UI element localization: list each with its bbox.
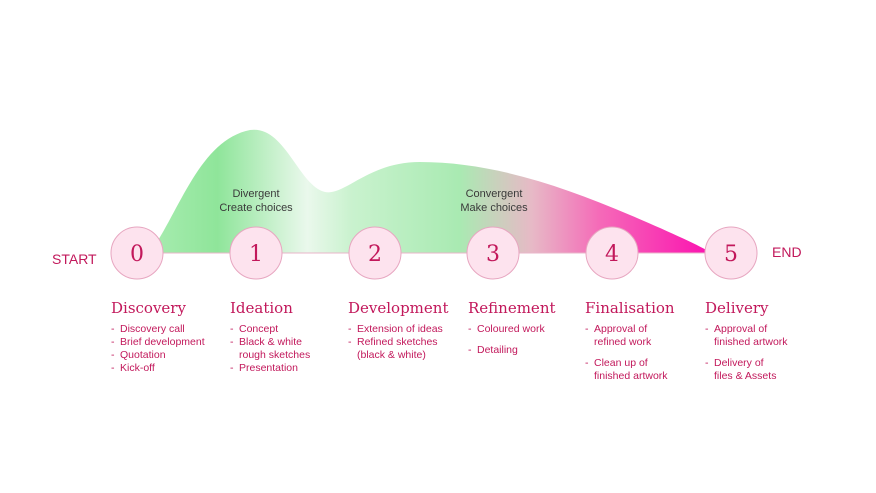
stage-finalisation: FinalisationApproval of refined workClea… <box>585 299 713 391</box>
stage-item: Approval of finished artwork <box>705 323 833 349</box>
stage-item: Refined sketches (black & white) <box>348 336 476 362</box>
stage-item: Clean up of finished artwork <box>585 357 713 383</box>
stage-node-circle <box>348 226 402 280</box>
divergent-label: Divergent Create choices <box>201 187 311 215</box>
stage-node-number: 3 <box>486 242 500 267</box>
stage-node-3: 3 <box>466 226 520 280</box>
stage-ideation: IdeationConceptBlack & white rough sketc… <box>230 299 358 375</box>
stage-title: Finalisation <box>585 299 675 317</box>
stage-items: Coloured workDetailing <box>468 323 596 357</box>
stage-title: Ideation <box>230 299 293 317</box>
end-label: END <box>772 244 802 260</box>
process-wave <box>150 129 712 253</box>
stage-items: Discovery callBrief developmentQuotation… <box>111 323 239 375</box>
stage-item: Coloured work <box>468 323 596 336</box>
stage-node-5: 5 <box>704 226 758 280</box>
stage-node-1: 1 <box>229 226 283 280</box>
stage-node-circle <box>229 226 283 280</box>
stage-node-number: 2 <box>368 242 382 267</box>
divergent-line-1: Divergent <box>232 188 280 200</box>
convergent-line-1: Convergent <box>465 188 523 200</box>
stage-item: Presentation <box>230 362 358 375</box>
stage-development: DevelopmentExtension of ideasRefined ske… <box>348 299 476 362</box>
stage-items: Approval of refined workClean up of fini… <box>585 323 713 383</box>
convergent-label: Convergent Make choices <box>439 187 549 215</box>
stage-node-number: 1 <box>249 242 263 267</box>
stage-node-number: 0 <box>130 242 144 267</box>
stage-node-number: 4 <box>605 242 619 267</box>
stage-items: ConceptBlack & white rough sketchesPrese… <box>230 323 358 375</box>
stage-node-circle <box>110 226 164 280</box>
stage-node-number: 5 <box>724 242 738 267</box>
stage-item: Brief development <box>111 336 239 349</box>
stage-node-0: 0 <box>110 226 164 280</box>
stage-item: Black & white rough sketches <box>230 336 358 362</box>
stage-item: Discovery call <box>111 323 239 336</box>
stage-refinement: RefinementColoured workDetailing <box>468 299 596 365</box>
stage-node-4: 4 <box>585 226 639 280</box>
stage-items: Extension of ideasRefined sketches (blac… <box>348 323 476 362</box>
stage-item: Delivery of files & Assets <box>705 357 833 383</box>
stage-item: Kick-off <box>111 362 239 375</box>
divergent-line-2: Create choices <box>219 202 293 214</box>
start-label: START <box>52 251 97 267</box>
stage-item: Detailing <box>468 344 596 357</box>
stage-node-circle <box>704 226 758 280</box>
stage-node-circle <box>585 226 639 280</box>
stage-node-2: 2 <box>348 226 402 280</box>
stage-nodes: 0 1 2 3 4 5 <box>110 226 758 280</box>
stage-item: Extension of ideas <box>348 323 476 336</box>
stage-title: Refinement <box>468 299 556 317</box>
stage-delivery: DeliveryApproval of finished artworkDeli… <box>705 299 833 391</box>
stage-item: Approval of refined work <box>585 323 713 349</box>
stage-item: Quotation <box>111 349 239 362</box>
stage-node-circle <box>466 226 520 280</box>
stage-item: Concept <box>230 323 358 336</box>
stage-title: Development <box>348 299 449 317</box>
convergent-line-2: Make choices <box>460 202 528 214</box>
stage-title: Delivery <box>705 299 769 317</box>
stage-title: Discovery <box>111 299 186 317</box>
stage-discovery: DiscoveryDiscovery callBrief development… <box>111 299 239 375</box>
